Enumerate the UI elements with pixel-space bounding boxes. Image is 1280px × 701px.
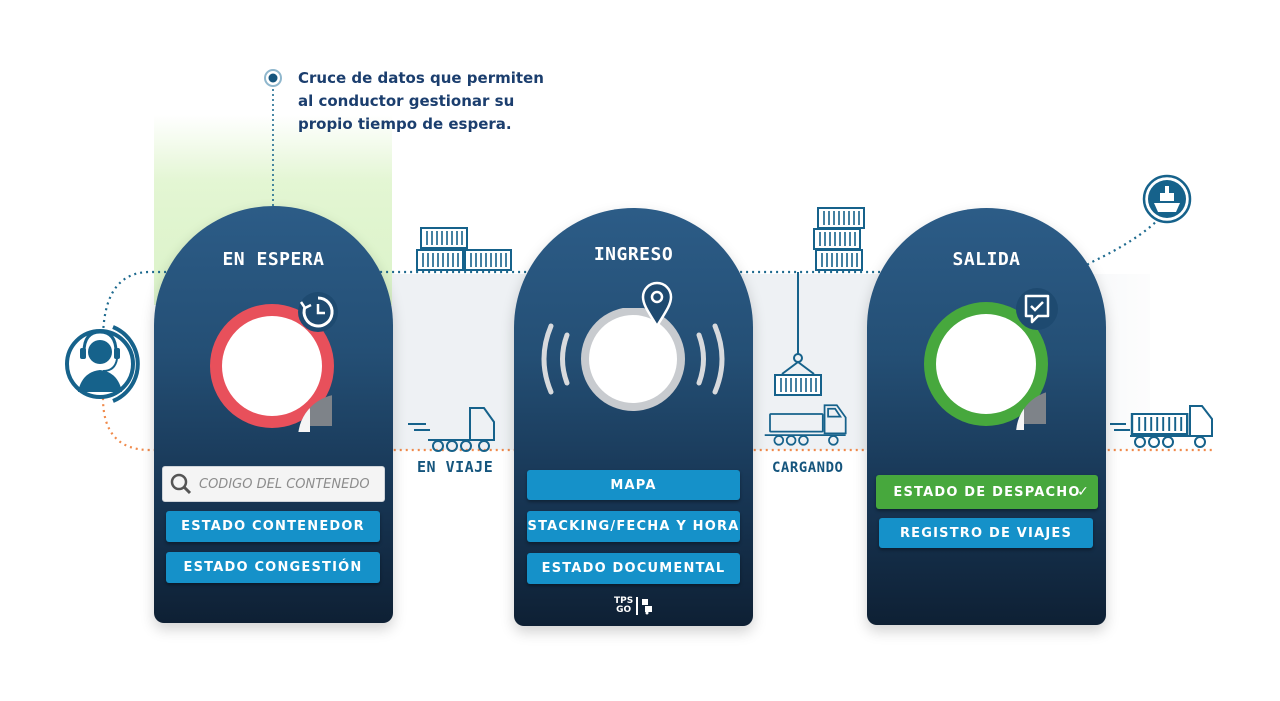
annotation-line: propio tiempo de espera. [298, 115, 512, 133]
truck-logo-icon [641, 599, 652, 615]
annotation-text: Cruce de datos que permiten al conductor… [298, 67, 544, 136]
stage-card-en-espera: EN ESPERA ESTADO CONTENEDOR ESTADO CONGE… [154, 206, 393, 623]
annotation-line: al conductor gestionar su [298, 92, 515, 110]
ship-icon [1142, 174, 1192, 224]
congestion-status-button[interactable]: ESTADO CONGESTIÓN [166, 552, 380, 583]
dispatch-status-label: ESTADO DE DESPACHO [893, 484, 1081, 500]
container-code-input[interactable] [197, 475, 371, 493]
chat-check-icon [1016, 288, 1058, 330]
container-stack-icon [813, 207, 865, 271]
logo-text-bottom: GO [616, 605, 632, 615]
dispatch-status-button[interactable]: ESTADO DE DESPACHO ✓ [876, 475, 1098, 509]
logo-text-top: TPS [614, 596, 634, 606]
map-button[interactable]: MAPA [527, 470, 740, 500]
crane-hook-icon [781, 272, 815, 375]
driver-avatar [541, 308, 725, 428]
check-icon: ✓ [1077, 484, 1090, 500]
truck-icon [1110, 405, 1213, 448]
transition-label-en-viaje: EN VIAJE [417, 458, 494, 476]
stage-card-ingreso: INGRESO MAPA STACKING/FECHA Y HORA ESTAD… [514, 208, 753, 626]
truck-icon [408, 407, 495, 452]
stage-card-salida: SALIDA ESTADO DE DESPACHO ✓ REGISTRO DE … [867, 208, 1106, 625]
operator-headset-icon [65, 325, 140, 403]
transition-label-cargando: CARGANDO [772, 460, 844, 476]
container-code-search[interactable] [162, 466, 385, 502]
driver-avatar [924, 302, 1062, 434]
container-status-button[interactable]: ESTADO CONTENEDOR [166, 511, 380, 542]
clock-refresh-icon [298, 292, 338, 332]
container-stack-icon [416, 227, 512, 271]
stacking-datetime-button[interactable]: STACKING/FECHA Y HORA [527, 511, 740, 542]
search-icon [170, 473, 192, 495]
tpsgo-logo: TPS GO [614, 597, 653, 615]
annotation-line: Cruce de datos que permiten [298, 69, 544, 87]
hanging-container-icon [774, 374, 822, 396]
driver-avatar [210, 304, 362, 434]
stage-title: INGRESO [593, 244, 674, 265]
trip-log-button[interactable]: REGISTRO DE VIAJES [879, 518, 1093, 548]
document-status-button[interactable]: ESTADO DOCUMENTAL [527, 553, 740, 584]
location-pin-icon [641, 281, 673, 328]
stage-title: SALIDA [952, 249, 1021, 270]
stage-title: EN ESPERA [222, 249, 325, 270]
